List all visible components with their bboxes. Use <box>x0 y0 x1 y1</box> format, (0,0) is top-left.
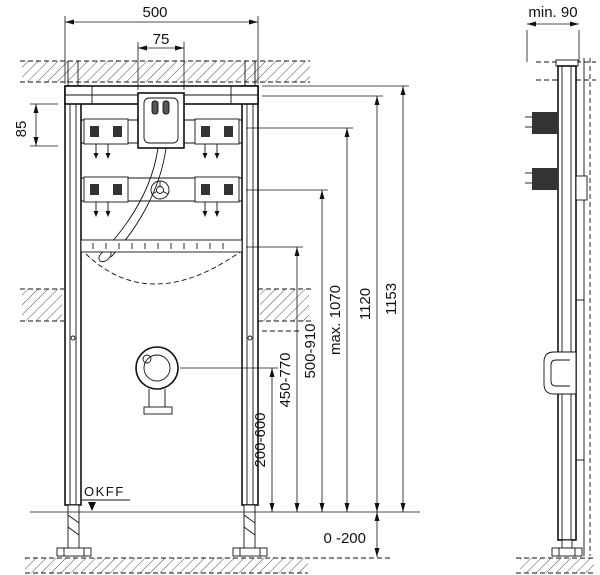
ceramic-outline <box>85 251 241 285</box>
stud <box>202 211 208 217</box>
floor-reference: OKFF <box>82 484 130 511</box>
drain-assembly <box>135 346 179 415</box>
stud <box>214 211 220 217</box>
stud <box>93 153 99 159</box>
right-foot <box>232 504 268 557</box>
dim-flush-width: 75 <box>153 31 170 48</box>
nut <box>201 126 210 137</box>
ceiling-plate <box>555 59 579 67</box>
wall-sleeve <box>575 175 588 201</box>
stud <box>93 211 99 217</box>
nut <box>90 126 99 137</box>
dim-height-max: max. 1070 <box>327 285 344 355</box>
nut <box>201 184 210 195</box>
floor-section <box>25 557 596 574</box>
dim-height-frame: 1120 <box>357 288 374 320</box>
slot <box>162 100 170 115</box>
left-rail <box>64 85 82 506</box>
dim-foot-adjust: 0 -200 <box>323 530 366 547</box>
stud <box>214 153 220 159</box>
drain-socket <box>135 346 179 390</box>
side-bracket-lower <box>532 168 558 190</box>
slot <box>151 100 159 115</box>
nut <box>224 184 233 195</box>
mounting-rail-lower <box>81 176 242 217</box>
dim-width-total: 500 <box>142 4 167 21</box>
nut <box>90 184 99 195</box>
dim-top-offset: 85 <box>13 121 30 138</box>
side-bracket-upper <box>532 112 558 134</box>
side-rail <box>557 65 577 541</box>
front-view <box>56 61 268 557</box>
datum-arrow <box>88 502 96 511</box>
support-rail <box>80 239 243 253</box>
valve <box>150 180 170 200</box>
ceiling-section <box>20 60 310 83</box>
dim-height-total: 1153 <box>383 283 400 315</box>
dim-depth-min: min. 90 <box>528 4 577 21</box>
okff-label: OKFF <box>84 484 125 499</box>
dim-range-lower: 200-600 <box>252 412 269 467</box>
left-foot <box>56 504 92 557</box>
stud <box>105 153 111 159</box>
dim-range-mid: 450-770 <box>277 352 294 407</box>
flush-housing <box>137 92 185 149</box>
stud <box>202 153 208 159</box>
stud <box>105 211 111 217</box>
drain-elbow <box>543 351 577 395</box>
side-foot-leg <box>561 539 573 549</box>
wall-sections <box>20 288 311 332</box>
dimensions: 500 75 min. 90 85 200-600 450-770 500-91… <box>13 4 580 557</box>
nut <box>113 184 122 195</box>
nut <box>224 126 233 137</box>
side-view <box>525 58 596 557</box>
dim-range-upper: 500-910 <box>302 323 319 378</box>
nut <box>113 126 122 137</box>
side-foot-plate <box>551 547 583 557</box>
